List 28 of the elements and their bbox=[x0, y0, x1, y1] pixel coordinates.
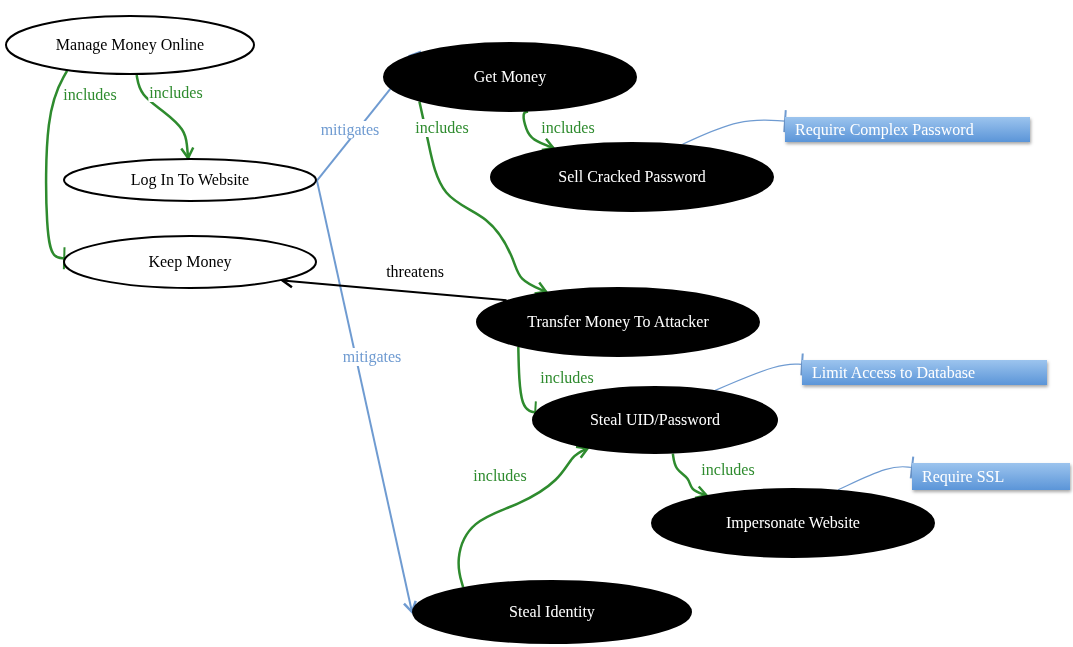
arrow bbox=[522, 110, 555, 152]
node-label: Get Money bbox=[473, 67, 547, 88]
arrow bbox=[671, 453, 708, 500]
arrow bbox=[418, 101, 548, 295]
node-label: Transfer Money To Attacker bbox=[527, 312, 709, 333]
node-label: Require SSL bbox=[921, 466, 1005, 488]
edge-label: mitigates bbox=[319, 121, 381, 139]
node-label: Log In To Website bbox=[130, 170, 250, 191]
node-label: Manage Money Online bbox=[55, 35, 205, 56]
node-label: Sell Cracked Password bbox=[558, 167, 706, 187]
leader-line bbox=[714, 352, 804, 391]
node-label: Require Complex Password bbox=[794, 119, 974, 141]
mitigation-box bbox=[912, 463, 1070, 490]
node-label: Impersonate Website bbox=[726, 513, 860, 534]
node-label: Limit Access to Database bbox=[811, 362, 976, 383]
mitigation-box bbox=[802, 360, 1047, 385]
arrow bbox=[135, 74, 195, 160]
arrow bbox=[315, 179, 417, 614]
edge-label: includes bbox=[148, 84, 204, 102]
arrow bbox=[457, 445, 589, 588]
node-label: Keep Money bbox=[148, 252, 232, 273]
leader-line bbox=[837, 455, 915, 491]
edge-label: mitigates bbox=[341, 348, 403, 366]
leader-line bbox=[681, 109, 787, 145]
mitigation-box bbox=[785, 117, 1030, 142]
node-label: Steal Identity bbox=[509, 602, 595, 623]
edge-label: includes bbox=[414, 119, 470, 137]
node-label: Steal UID/Password bbox=[589, 410, 721, 430]
